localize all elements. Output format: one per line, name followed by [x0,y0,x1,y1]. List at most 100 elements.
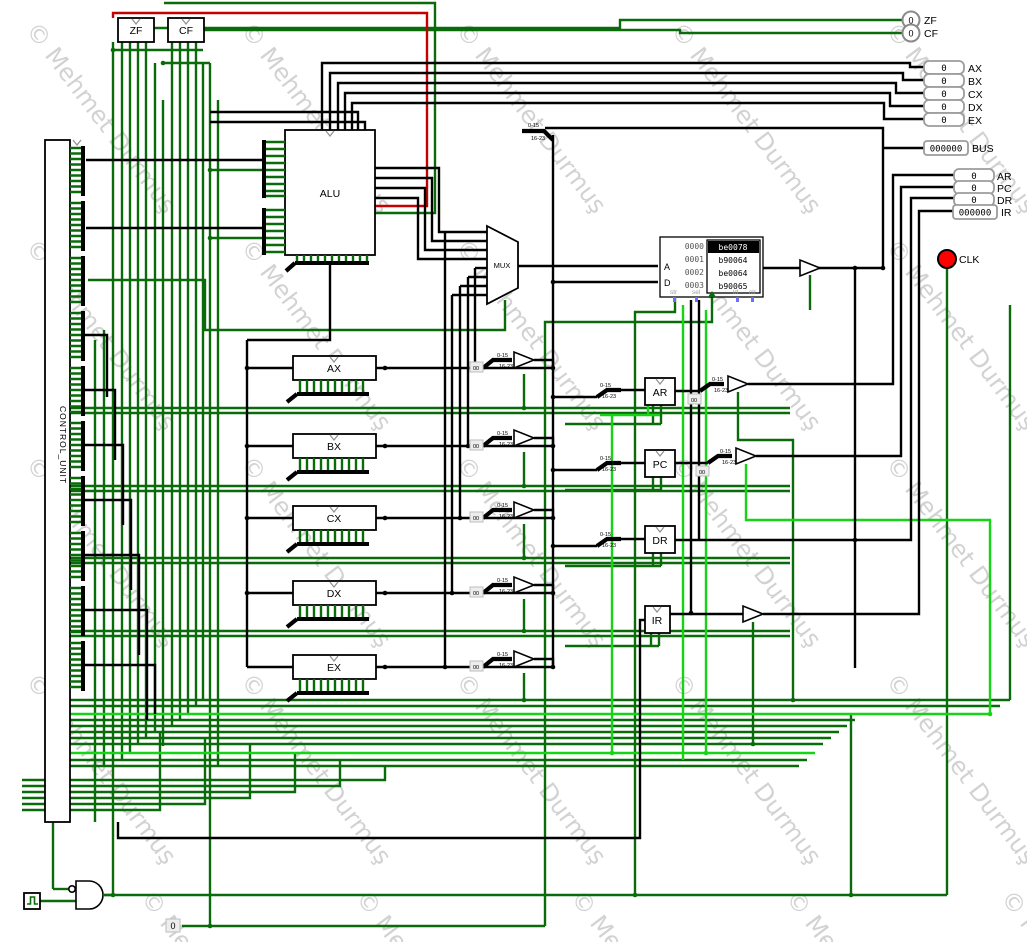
register-dx[interactable]: DX [285,580,377,629]
bus-splitter-top: 0-15 16-23 [522,123,555,142]
buffer-icon [513,500,537,520]
splitter-range-low: 16-23 [499,663,513,669]
ram-clock-triangle-icon [708,291,716,297]
blue-pin [751,297,754,302]
splitter-range-high: 0-15 [600,532,611,538]
probe-bus: 000000 BUS [923,140,994,156]
ram-addr-0: 0000 [685,242,704,251]
clock-source[interactable] [23,892,41,910]
bright-green-wires [70,305,992,760]
register-bx[interactable]: BX [285,433,377,482]
watermark: © Mehmet Durmuş [235,668,397,870]
flag-register-cf[interactable]: CF [167,17,205,43]
clock-triangle-icon [325,130,335,137]
splitter-range-low: 16-23 [602,543,616,549]
blue-pin [736,297,739,302]
flag-register-zf[interactable]: ZF [117,17,155,43]
ram-datain-pin: D [664,278,671,288]
splitter-leg [285,617,299,629]
pad-constant: 00 [473,665,479,671]
ex-label: EX [327,662,341,674]
splitter-range-low: 16-23 [602,467,616,473]
dx-label: DX [327,588,342,600]
probe-ir-value: 000000 [959,209,992,219]
ram-addr-pin: A [664,262,670,272]
watermark: © Mehmet Durmuş [450,451,612,653]
green-signal-wires [22,1,1012,928]
buffer-icon [727,374,751,394]
black-bus-wires [85,61,954,840]
register-ax[interactable]: AX [285,355,377,404]
splitter-leg [595,387,621,399]
dr-label: DR [652,535,668,547]
buffer-icon [799,258,823,278]
probe-pc-value: 0 [971,184,976,194]
splitter-range-low: 16-23 [714,388,728,394]
control-unit-block[interactable]: CONTROL_UNIT [44,139,82,823]
output-pin-zf[interactable]: 0 ZF [901,10,937,30]
ram-selected-row [708,241,759,253]
clock-triangle-icon [655,526,665,533]
register-cx[interactable]: CX [285,505,377,554]
register-pins [298,605,365,617]
splitter-bar [297,617,369,621]
ram-block[interactable]: A D D 0000 0001 0002 0003 be0078 b90064 … [659,236,764,302]
splitter-leg [595,460,621,472]
splitter-range-high: 0-15 [720,449,731,455]
ram-clr-pin: clr [749,289,757,296]
clk-led[interactable]: CLK [937,249,979,269]
cf-label: CF [179,25,193,37]
control-unit-label: CONTROL_UNIT [58,406,68,484]
zf-pin-label: ZF [924,15,937,27]
constant-zero-value: 0 [170,921,175,931]
pc-label: PC [653,459,668,471]
probe-dx-value: 0 [941,103,946,113]
probe-ir-label: IR [1001,207,1012,219]
probe-ar: 0 AR [953,168,1012,183]
splitter-range-high: 0-15 [712,377,723,383]
splitter-leg [595,536,621,548]
ram-sel-pin: sel [692,289,701,296]
probe-bx-value: 0 [941,77,946,87]
register-ex[interactable]: EX [285,654,377,703]
blue-pin [673,297,676,302]
watermark: © Mehmet Durmuş [880,668,1027,870]
register-pc[interactable]: PC 0-15 16-23 [595,449,676,478]
clock-triangle-icon [329,434,339,441]
register-dr[interactable]: DR 0-15 16-23 [595,525,676,554]
splitter-range-high: 0-15 [497,503,508,509]
splitter-bar [295,261,369,265]
alu-block[interactable]: ALU [262,129,376,273]
register-ar[interactable]: AR 0-15 16-23 [595,377,676,406]
splitter-range-high: 0-15 [497,353,508,359]
blue-pin [695,297,698,302]
probe-dr-value: 0 [971,196,976,206]
ram-value-3: b90065 [719,282,748,291]
probe-ax: 0 AX [923,60,982,75]
splitter-leg [284,261,297,273]
register-ir[interactable]: IR [644,605,671,634]
probe-pc-label: PC [997,183,1012,195]
probe-cx-value: 0 [941,90,946,100]
probe-pc: 0 PC [953,180,1012,195]
splitter-leg [285,542,299,554]
clock-triangle-icon [131,18,141,25]
alu-input-pins-a [266,140,285,198]
pad-splitter-bx: 00 0-15 16-23 [469,428,555,451]
ar-label: AR [653,387,668,399]
probe-cx: 0 CX [923,86,983,101]
probe-ar-value: 0 [971,172,976,182]
pad-splitter-ar: 00 0-15 16-23 [687,374,751,405]
splitter-range-high: 0-15 [497,652,508,658]
splitter-range-high: 0-15 [497,431,508,437]
pad-splitter-ex: 00 0-15 16-23 [469,649,555,672]
pad-constant: 00 [691,398,697,404]
watermark: © Mehmet Durmuş [995,885,1027,942]
watermark: © Mehmet Durmuş [665,668,827,870]
output-pin-cf[interactable]: 0 CF [901,23,939,43]
clock-triangle-icon [329,356,339,363]
probe-dx-label: DX [968,102,983,114]
register-pins [298,458,365,470]
splitter-range-high: 0-15 [600,383,611,389]
